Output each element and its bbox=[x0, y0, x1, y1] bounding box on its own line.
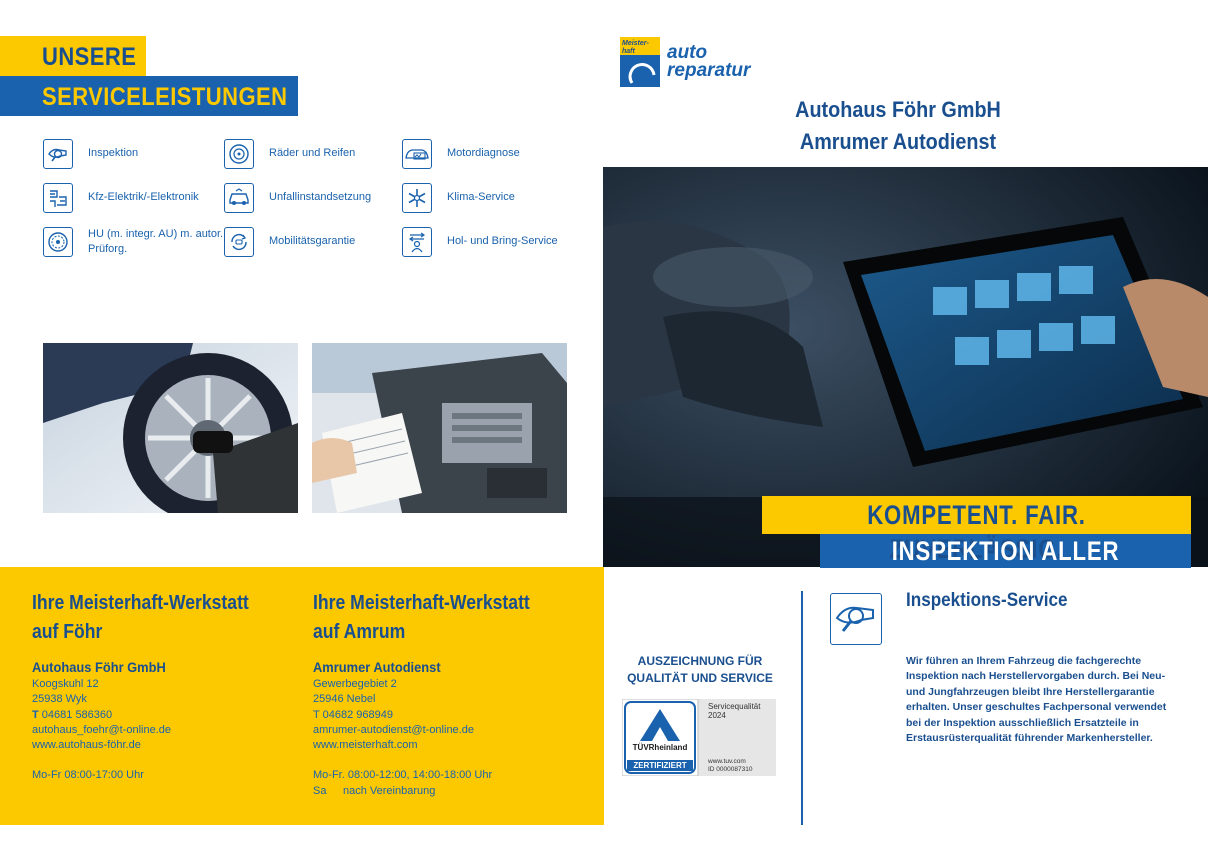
header-yellow-band bbox=[0, 36, 146, 76]
service-label: Hol- und Bring-Service bbox=[447, 235, 558, 247]
slogan-blue-band bbox=[820, 534, 1191, 568]
phone-prefix: T bbox=[32, 708, 39, 721]
workshop-city: 25946 Nebel bbox=[313, 693, 376, 706]
service-label: Kfz-Elektrik/-Elektronik bbox=[88, 191, 199, 203]
hours-day: Sa bbox=[313, 784, 327, 797]
service-item-unfall: Unfallinstandsetzung bbox=[224, 183, 409, 213]
snowflake-icon bbox=[402, 183, 432, 213]
meisterhaft-logo: Meister- haft bbox=[620, 37, 660, 87]
workshop-heading-location: auf Amrum bbox=[313, 621, 406, 643]
inspection-icon bbox=[43, 139, 73, 169]
service-item-mobilitaet: Mobilitätsgarantie bbox=[224, 227, 409, 257]
slogan-line2: INSPEKTION ALLER MARKEN. bbox=[891, 536, 1120, 598]
workshop-phone: T 04682 968949 bbox=[313, 708, 559, 723]
service-label: Unfallinstandsetzung bbox=[269, 191, 372, 203]
accident-repair-icon bbox=[224, 183, 254, 213]
service-item-raeder: Räder und Reifen bbox=[224, 139, 409, 169]
divider-line bbox=[801, 591, 803, 825]
service-label: HU (m. integr. AU) m. autor. Prüforg. bbox=[88, 228, 224, 255]
inspection-service-title: Inspektions-Service bbox=[906, 590, 1068, 611]
mobility-icon bbox=[224, 227, 254, 257]
header-title-line2: SERVICELEISTUNGEN bbox=[42, 83, 288, 111]
service-item-holbring: Hol- und Bring-Service bbox=[402, 227, 587, 257]
company-name-1: Autohaus Föhr GmbH bbox=[795, 97, 1001, 122]
hours-text: nach Vereinbarung bbox=[343, 784, 436, 797]
award-line1: AUSZEICHNUNG FÜR bbox=[637, 654, 763, 668]
workshop-heading-location: auf Föhr bbox=[32, 621, 103, 643]
logo-text-reparatur: reparatur bbox=[667, 60, 751, 81]
phone-number[interactable]: 04681 586360 bbox=[41, 708, 113, 721]
company-name-2: Amrumer Autodienst bbox=[799, 129, 997, 154]
electrics-icon bbox=[43, 183, 73, 213]
workshop-heading: Ihre Meisterhaft-Werkstatt bbox=[32, 592, 249, 614]
workshop-hours: Mo-Fr 08:00-17:00 Uhr bbox=[32, 769, 144, 782]
service-label: Motordiagnose bbox=[447, 147, 520, 159]
workshop-company-name: Autohaus Föhr GmbH bbox=[32, 659, 166, 675]
tire-change-photo bbox=[43, 343, 298, 513]
workshop-heading: Ihre Meisterhaft-Werkstatt bbox=[313, 592, 530, 614]
workshop-street: Koogskuhl 12 bbox=[32, 678, 99, 690]
engine-diagnosis-icon bbox=[402, 139, 432, 169]
header-title-line1: UNSERE bbox=[42, 43, 137, 71]
workshop-foehr: Ihre Meisterhaft-Werkstatt auf Föhr Auto… bbox=[32, 589, 278, 784]
award-line2: QUALITÄT UND SERVICE bbox=[627, 671, 773, 685]
service-label: Mobilitätsgarantie bbox=[269, 235, 356, 247]
phone-prefix: T bbox=[313, 708, 320, 721]
workshop-street: Gewerbegebiet 2 bbox=[313, 678, 397, 690]
seal-year: 2024 bbox=[708, 711, 726, 720]
inspection-service-text: Wir führen an Ihrem Fahrzeug die fachger… bbox=[906, 655, 1167, 745]
workshop-website[interactable]: www.autohaus-föhr.de bbox=[32, 739, 141, 752]
workshop-hours-saturday: Sa nach Vereinbarung bbox=[313, 784, 559, 799]
pickup-delivery-icon bbox=[402, 227, 432, 257]
workshop-email[interactable]: amrumer-autodienst@t-online.de bbox=[313, 723, 474, 736]
service-item-inspektion: Inspektion bbox=[43, 139, 228, 169]
service-item-hu: HU (m. integr. AU) m. autor. Prüforg. bbox=[43, 227, 228, 257]
workshop-email[interactable]: autohaus_foehr@t-online.de bbox=[32, 723, 171, 736]
service-item-klima: Klima-Service bbox=[402, 183, 587, 213]
svg-text:Meister-: Meister- bbox=[622, 40, 650, 47]
seal-id: ID 0000087310 bbox=[708, 766, 753, 773]
workshops-panel bbox=[0, 567, 604, 825]
workshop-website[interactable]: www.meisterhaft.com bbox=[313, 739, 418, 752]
service-label: Räder und Reifen bbox=[269, 147, 356, 159]
seal-certified: ZERTIFIZIERT bbox=[633, 761, 687, 770]
svg-text:haft: haft bbox=[622, 48, 636, 55]
workshop-phone: T 04681 586360 bbox=[32, 708, 278, 723]
header-blue-band bbox=[0, 76, 298, 116]
award-heading: AUSZEICHNUNG FÜR QUALITÄT UND SERVICE bbox=[615, 653, 785, 687]
service-label: Inspektion bbox=[88, 147, 139, 159]
phone-number[interactable]: 04682 968949 bbox=[322, 708, 393, 721]
inspection-service-icon bbox=[830, 593, 882, 645]
seal-url: www.tuv.com bbox=[708, 758, 746, 765]
service-item-elektrik: Kfz-Elektrik/-Elektronik bbox=[43, 183, 228, 213]
seal-title: Servicequalität bbox=[708, 702, 761, 711]
hu-inspection-icon bbox=[43, 227, 73, 257]
workshop-company-name: Amrumer Autodienst bbox=[313, 659, 441, 675]
workshop-hours: Mo-Fr. 08:00-12:00, 14:00-18:00 Uhr bbox=[313, 769, 493, 782]
tuv-seal: TÜVRheinland ZERTIFIZIERT Servicequalitä… bbox=[622, 699, 776, 776]
workshop-city: 25938 Wyk bbox=[32, 693, 87, 706]
seal-brand: TÜVRheinland bbox=[632, 743, 688, 752]
logo-text-auto: auto bbox=[667, 42, 708, 63]
slogan-line1: KOMPETENT. FAIR. ZUVERLÄSSIG. bbox=[867, 500, 1086, 564]
slogan-yellow-band bbox=[762, 496, 1191, 534]
engine-check-photo bbox=[312, 343, 567, 513]
service-label: Klima-Service bbox=[447, 191, 515, 203]
workshop-amrum: Ihre Meisterhaft-Werkstatt auf Amrum Amr… bbox=[313, 589, 559, 799]
service-item-motordiagnose: Motordiagnose bbox=[402, 139, 587, 169]
wheel-icon bbox=[224, 139, 254, 169]
